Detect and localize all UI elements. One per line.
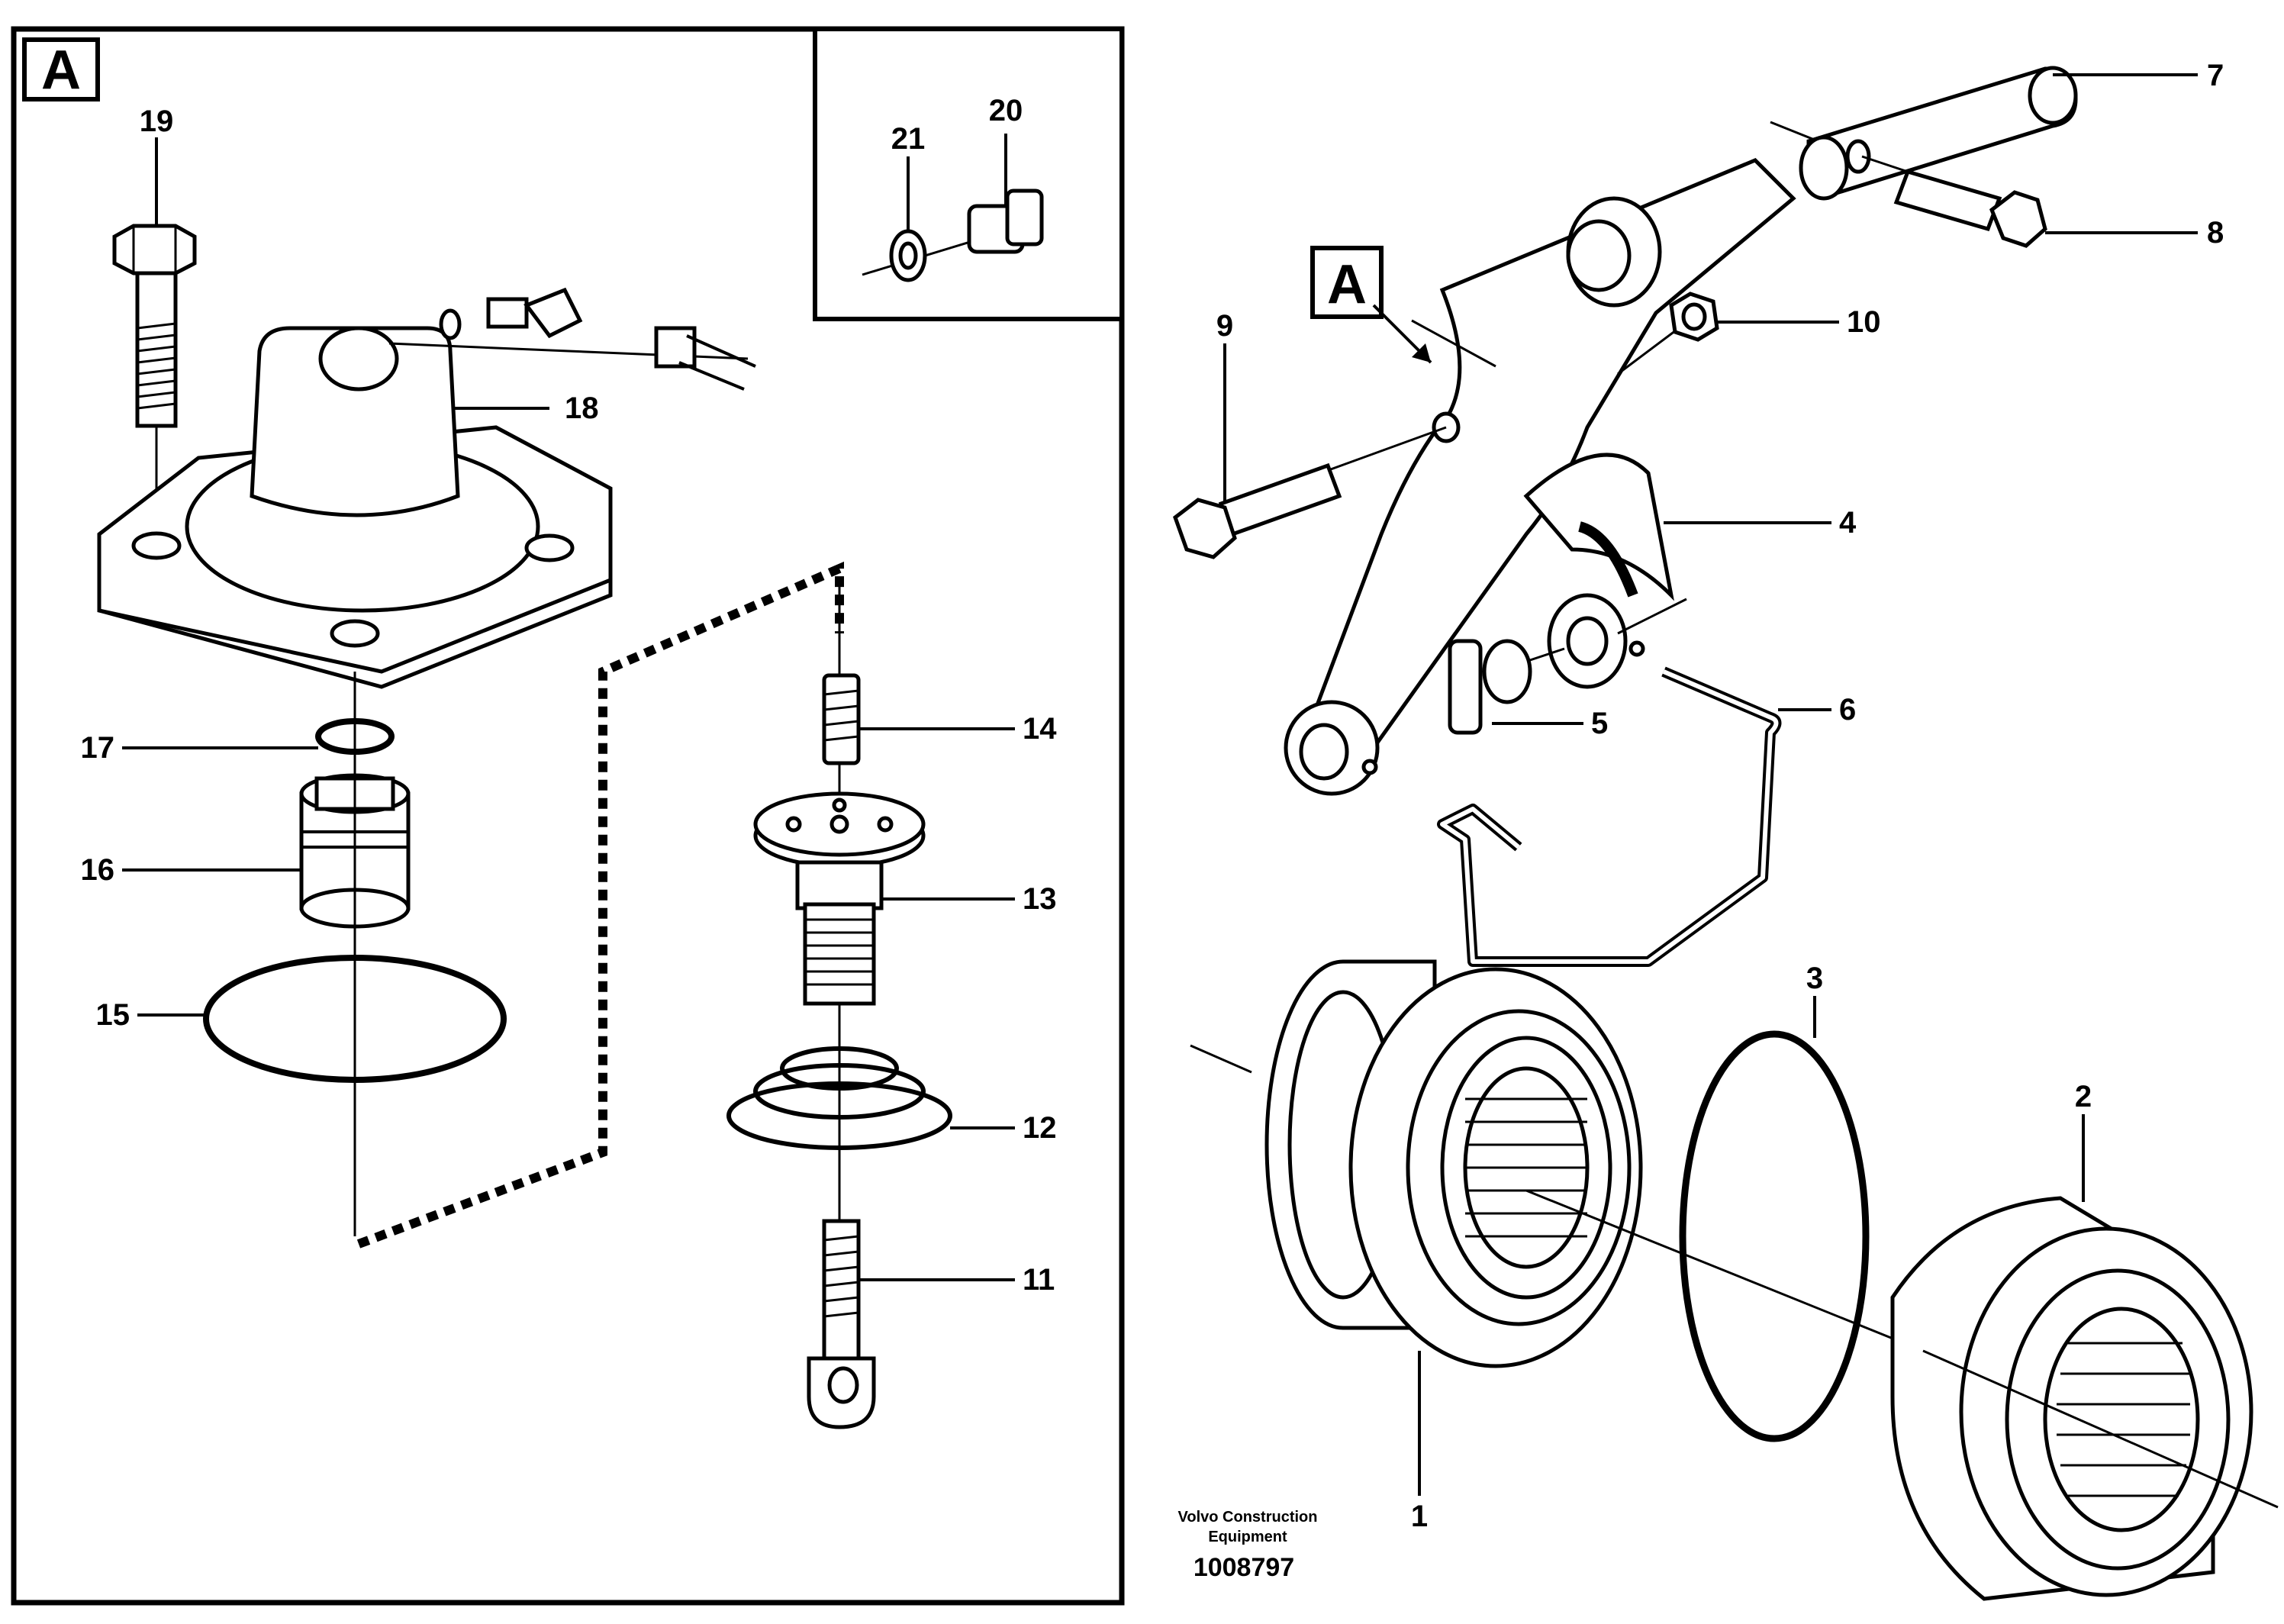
part-4-shift-fork: [1284, 158, 1796, 796]
frame-label: A: [41, 40, 81, 101]
label-20: 20: [989, 94, 1023, 127]
part-8-bolt: [1861, 155, 2047, 248]
air-fitting: [388, 287, 756, 391]
part-18-housing: [97, 326, 613, 689]
label-13: 13: [1023, 882, 1057, 916]
label-10: 10: [1847, 305, 1881, 339]
label-16: 16: [81, 853, 115, 887]
label-15: 15: [96, 998, 130, 1032]
credit-line-2: Equipment: [1208, 1529, 1287, 1545]
label-2: 2: [2075, 1080, 2092, 1113]
label-5: 5: [1591, 707, 1608, 740]
label-8: 8: [2207, 216, 2224, 250]
label-3: 3: [1806, 962, 1823, 995]
parts-20-21: [862, 188, 1044, 282]
label-7: 7: [2207, 59, 2224, 92]
part-6-wire-clip: [1437, 598, 1782, 967]
part-3-ring: [1679, 1030, 1870, 1442]
label-19: 19: [140, 105, 174, 138]
part-19-bolt: [112, 224, 197, 549]
label-1: 1: [1411, 1500, 1428, 1533]
part-9-bolt: [1173, 426, 1447, 559]
part-2-hub: [1890, 1196, 2279, 1601]
label-18: 18: [565, 392, 599, 425]
part-10-nut: [1617, 292, 1719, 375]
callout-label: A: [1327, 254, 1367, 315]
credit-line-1: Volvo Construction: [1177, 1509, 1318, 1526]
drawing-number: 1008797: [1193, 1553, 1295, 1582]
leader-lines: [122, 73, 2198, 1496]
assembly-dashed-connector: [356, 561, 844, 1249]
callout-a: A: [1310, 246, 1432, 364]
part-number-labels: 19 18 17 16 15 14 13 12 11 21 20 9 10 7 …: [81, 59, 2224, 1533]
label-11: 11: [1023, 1263, 1055, 1297]
label-4: 4: [1839, 506, 1857, 540]
label-17: 17: [81, 731, 115, 765]
part-11-eye-bolt: [807, 1219, 876, 1429]
part-12-spring: [726, 1046, 952, 1150]
part-5-pin: [1448, 639, 1565, 735]
label-9: 9: [1216, 309, 1233, 343]
detail-frame-a: A: [11, 26, 1125, 1606]
label-12: 12: [1023, 1111, 1057, 1145]
label-21: 21: [891, 122, 926, 156]
label-14: 14: [1023, 712, 1057, 746]
part-13-valve: [753, 791, 926, 1006]
label-6: 6: [1839, 693, 1856, 727]
